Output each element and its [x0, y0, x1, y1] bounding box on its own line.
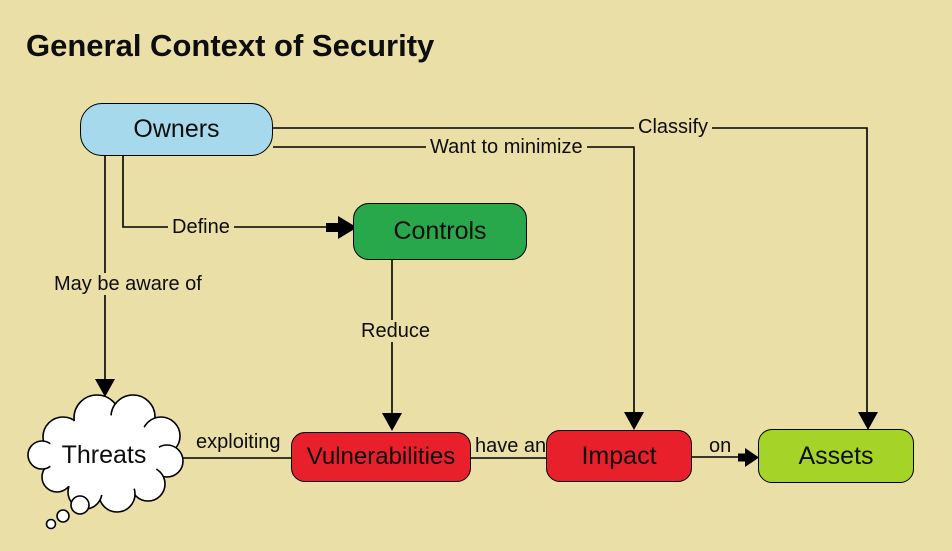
node-controls: Controls: [353, 203, 527, 260]
node-vulnerabilities-label: Vulnerabilities: [306, 443, 456, 470]
arrowhead-classify-down-icon: [858, 412, 878, 430]
node-assets: Assets: [758, 429, 914, 483]
edge-define-line: [122, 156, 332, 228]
edge-label-define: Define: [168, 216, 234, 238]
node-impact-label: Impact: [581, 441, 657, 470]
cloud-trail-bubble: [45, 518, 57, 530]
arrowhead-define-right-icon: [326, 216, 357, 239]
edge-classify-line: [273, 127, 868, 414]
node-owners-label: Owners: [133, 115, 220, 143]
edge-label-may-be-aware-of: May be aware of: [50, 273, 206, 295]
node-owners: Owners: [80, 103, 273, 156]
edge-label-classify: Classify: [634, 116, 713, 138]
node-controls-label: Controls: [393, 217, 487, 245]
edge-label-want-to-minimize: Want to minimize: [426, 136, 587, 158]
arrowhead-on-right-icon: [738, 448, 759, 467]
node-vulnerabilities: Vulnerabilities: [291, 432, 471, 482]
cloud-trail-bubble: [56, 509, 70, 523]
edge-label-on: on: [709, 435, 732, 457]
edge-label-reduce: Reduce: [357, 320, 434, 342]
arrowhead-may-be-aware-of-down-icon: [95, 379, 115, 397]
threats-cloud: [27, 394, 184, 530]
node-threats-label: Threats: [61, 441, 147, 469]
page-title: General Context of Security: [26, 28, 435, 63]
arrowhead-reduce-down-icon: [382, 413, 402, 431]
edge-label-have-an: have an: [475, 435, 547, 457]
cloud-body: [48, 415, 160, 495]
edge-want-to-minimize-line: [273, 146, 635, 412]
arrowhead-want-to-minimize-down-icon: [624, 412, 644, 430]
node-assets-label: Assets: [798, 441, 874, 470]
cloud-trail-bubble: [70, 495, 90, 515]
node-impact: Impact: [546, 430, 692, 482]
edge-label-exploiting: exploiting: [196, 431, 281, 453]
